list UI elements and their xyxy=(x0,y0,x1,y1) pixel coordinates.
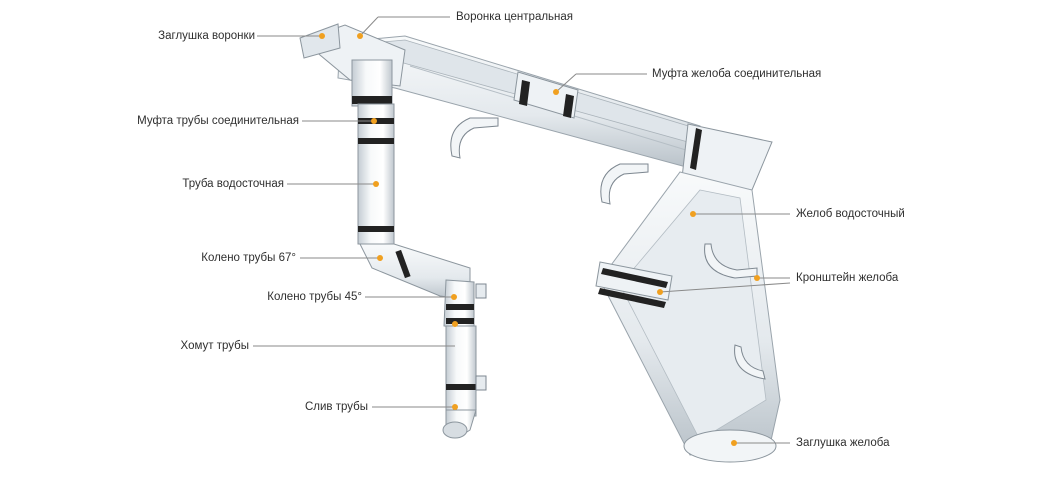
gutter-brackets xyxy=(450,117,766,380)
label-gutter: Желоб водосточный xyxy=(796,208,905,220)
label-gutter-coupling: Муфта желоба соединительная xyxy=(652,68,822,80)
label-gutter-bracket: Кронштейн желоба xyxy=(796,272,899,284)
label-funnel-cap: Заглушка воронки xyxy=(158,30,255,42)
downpipe-assembly xyxy=(357,103,487,439)
label-pipe-coupling: Муфта трубы соединительная xyxy=(137,115,299,127)
label-gutter-end-cap: Заглушка желоба xyxy=(796,437,890,449)
funnel-part xyxy=(299,23,406,107)
gutter-diagonal xyxy=(595,171,781,463)
label-pipe-clamp: Хомут трубы xyxy=(180,340,249,352)
label-downpipe: Труба водосточная xyxy=(182,178,284,190)
label-pipe-outlet: Слив трубы xyxy=(304,401,368,413)
leader-lines xyxy=(253,16,791,444)
label-elbow-45: Колено трубы 45° xyxy=(267,291,362,303)
label-elbow-67: Колено трубы 67° xyxy=(201,252,296,264)
label-funnel-central: Воронка центральная xyxy=(456,11,574,23)
gutter-coupling-part xyxy=(513,71,579,119)
callout-dots xyxy=(319,33,760,446)
